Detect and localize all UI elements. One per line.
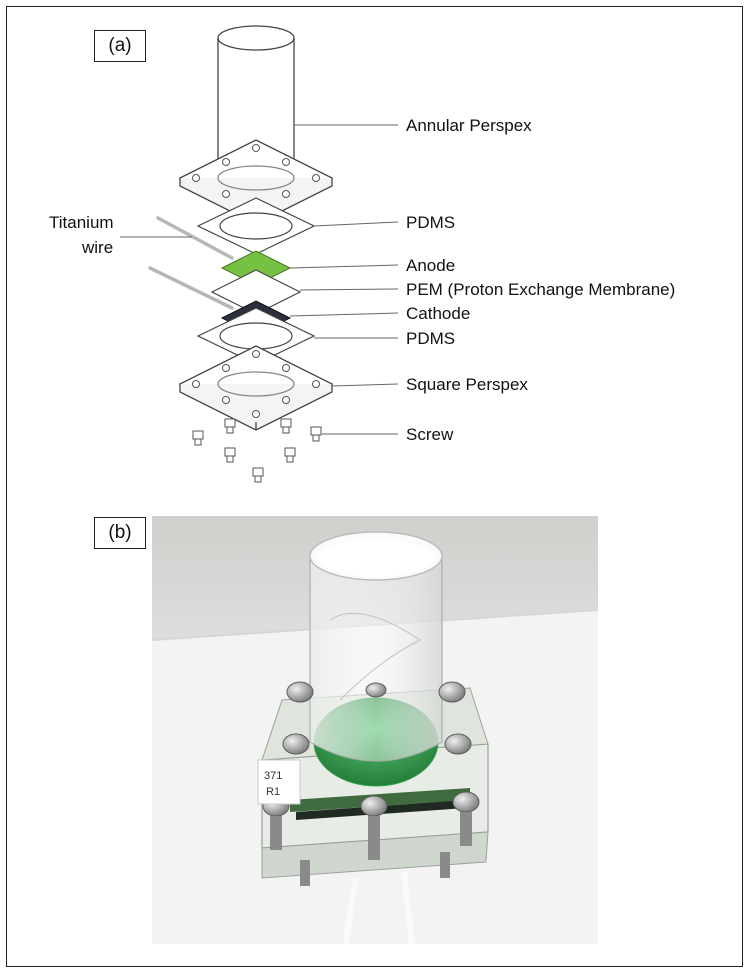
figure-frame — [6, 6, 743, 967]
label-annular-perspex: Annular Perspex — [406, 116, 532, 135]
label-pem: PEM (Proton Exchange Membrane) — [406, 280, 675, 299]
device-photo: 371 R1 — [151, 516, 599, 945]
sticker-line-2: R1 — [266, 786, 280, 798]
label-pdms-top: PDMS — [406, 213, 455, 232]
label-titanium-wire-1: Titanium — [49, 213, 114, 232]
sticker-line-1: 371 — [264, 770, 282, 782]
panel-label-a: (a) — [94, 30, 146, 62]
label-pdms-bottom: PDMS — [406, 329, 455, 348]
pdms-top-layer — [196, 197, 316, 255]
label-screw: Screw — [406, 425, 454, 444]
pem-layer — [210, 269, 302, 315]
label-square-perspex: Square Perspex — [406, 375, 528, 394]
annular-perspex — [217, 25, 295, 191]
panel-label-b: (b) — [94, 517, 146, 549]
label-cathode: Cathode — [406, 304, 470, 323]
square-perspex-bottom — [178, 345, 334, 431]
label-anode: Anode — [406, 256, 455, 275]
label-titanium-wire-2: wire — [81, 238, 113, 257]
screw-set — [192, 418, 322, 483]
titanium-wires — [148, 216, 234, 310]
leader-lines — [120, 124, 399, 435]
